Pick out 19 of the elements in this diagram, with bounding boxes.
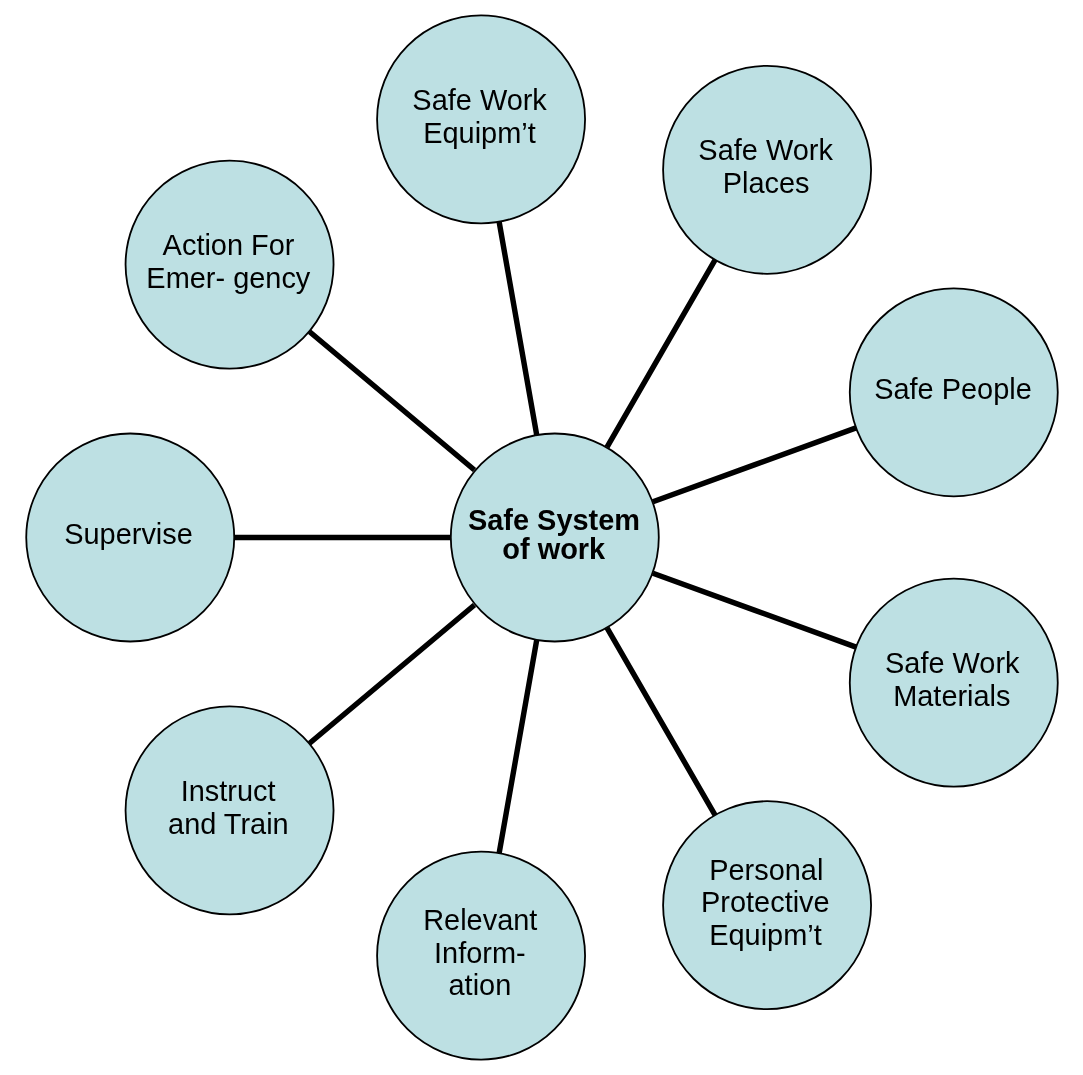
connector <box>651 570 857 650</box>
node-circle: Safe System of work <box>449 432 660 643</box>
connector <box>307 602 476 746</box>
node-circle: Relevant Inform- ation <box>375 850 586 1061</box>
node-circle: Safe People <box>848 287 1059 498</box>
connector <box>604 258 717 449</box>
connector <box>307 329 476 473</box>
node-circle: Safe Work Places <box>661 64 872 275</box>
node-circle: Supervise <box>24 432 235 643</box>
connector <box>233 534 450 541</box>
node-circle: Safe Work Equipm’t <box>375 14 586 225</box>
node-circle: Personal Protective Equipm’t <box>661 800 872 1011</box>
connector <box>495 221 539 436</box>
connector <box>604 626 717 817</box>
node-circle: Action For Emer- gency <box>124 159 334 370</box>
connector <box>651 425 857 505</box>
node-circle: Instruct and Train <box>124 705 334 916</box>
node-circle: Safe Work Materials <box>848 577 1059 788</box>
connector <box>495 639 539 854</box>
